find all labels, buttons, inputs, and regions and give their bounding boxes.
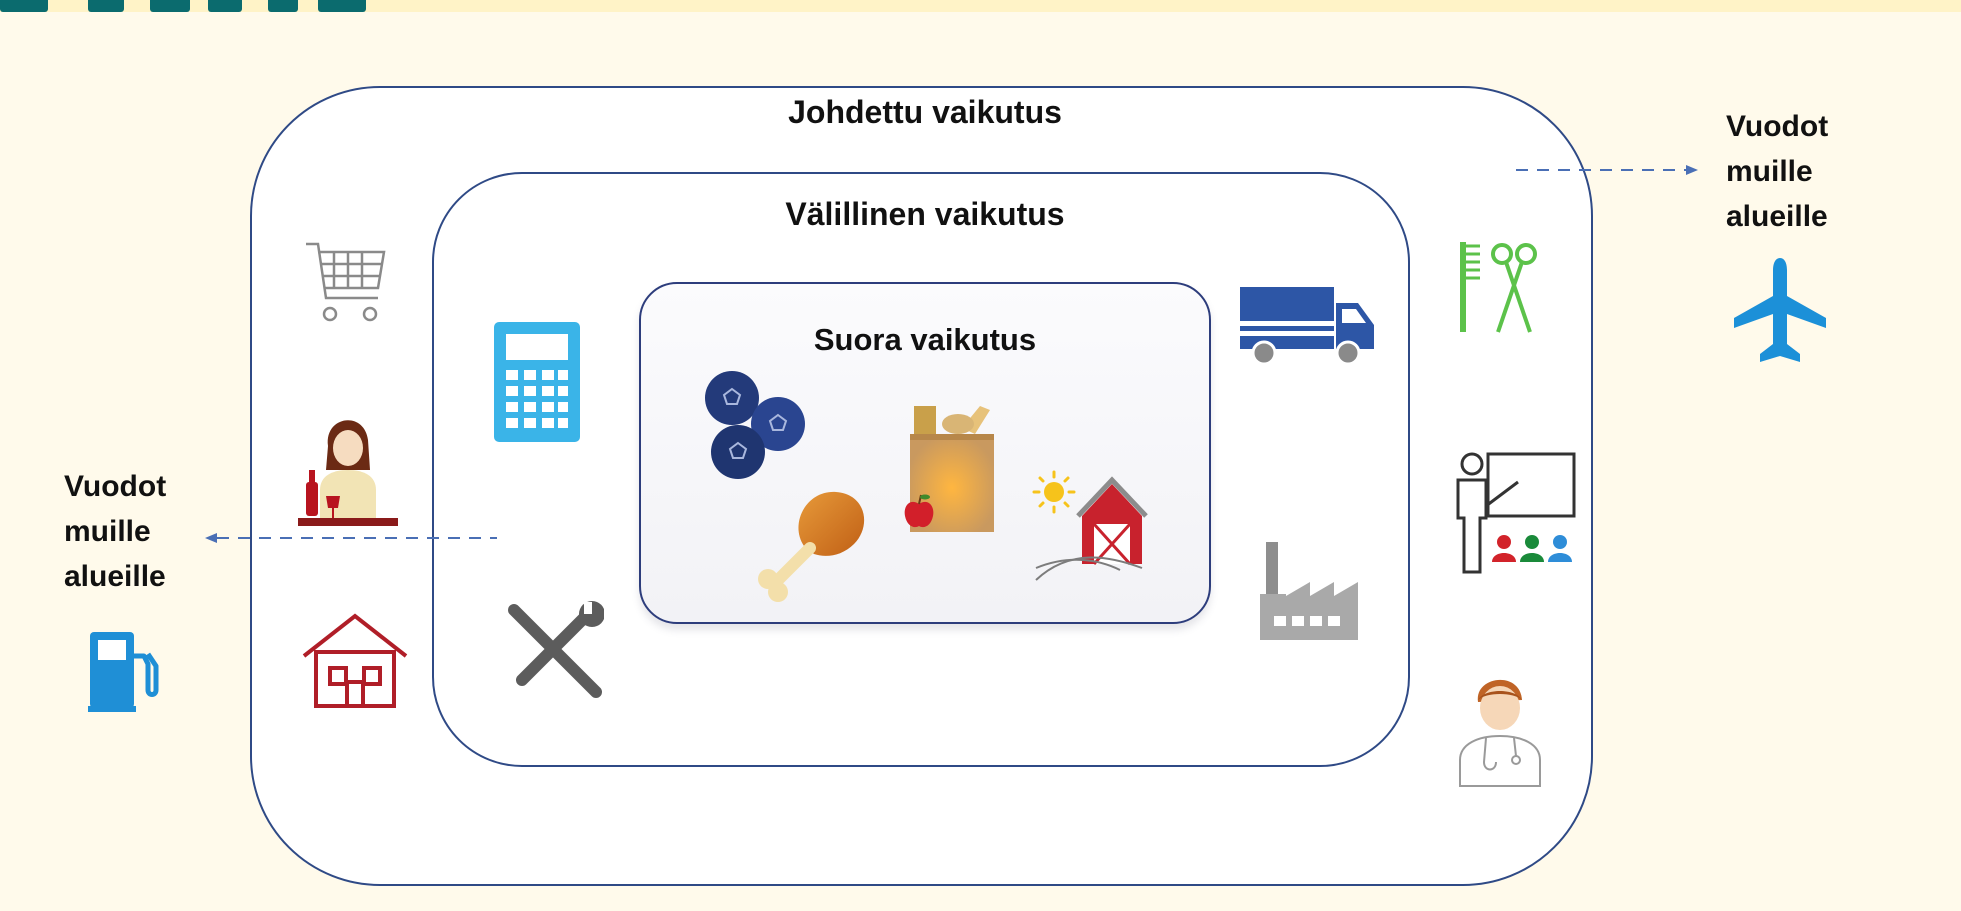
direct-impact-label: Suora vaikutus (813, 322, 1037, 357)
header-text-fragment (0, 0, 48, 12)
grocery-bag-icon (910, 406, 994, 532)
header-text-fragment (268, 0, 298, 12)
airplane-icon (1734, 258, 1826, 362)
leakage-arrow-left (205, 533, 497, 543)
teacher-classroom-icon (1456, 452, 1576, 574)
house-icon (302, 613, 408, 708)
tools-icon (508, 601, 604, 698)
blueberries-icon (705, 371, 805, 479)
calculator-icon (494, 322, 580, 442)
top-header-strip (0, 0, 1961, 12)
leakage-arrow-right (1516, 165, 1698, 175)
leakage-label-right: Vuodot muille alueille (1726, 104, 1828, 239)
leakage-label-line: alueille (1726, 200, 1828, 233)
leakage-label-line: Vuodot (64, 470, 167, 503)
shopping-cart-icon (306, 242, 386, 322)
leakage-label-line: Vuodot (1726, 110, 1829, 143)
farm-barn-icon (1032, 470, 1148, 581)
leakage-label-left: Vuodot muille alueille (64, 464, 166, 599)
fuel-pump-icon (88, 632, 159, 712)
doctor-icon (1459, 679, 1541, 787)
induced-impact-label: Johdettu vaikutus (788, 94, 1062, 130)
hairdresser-tools-icon (1460, 242, 1537, 333)
chicken-leg-icon (758, 491, 865, 602)
header-text-fragment (318, 0, 366, 12)
waitress-wine-icon (298, 420, 398, 526)
leakage-label-line: alueille (64, 560, 166, 593)
leakage-label-line: muille (64, 515, 151, 548)
leakage-label-line: muille (1726, 155, 1813, 188)
header-text-fragment (208, 0, 242, 12)
header-text-fragment (150, 0, 190, 12)
header-text-fragment (88, 0, 124, 12)
indirect-impact-label: Välillinen vaikutus (785, 196, 1065, 232)
factory-icon (1260, 542, 1358, 640)
apple-icon (904, 494, 934, 528)
delivery-truck-icon (1240, 287, 1374, 366)
